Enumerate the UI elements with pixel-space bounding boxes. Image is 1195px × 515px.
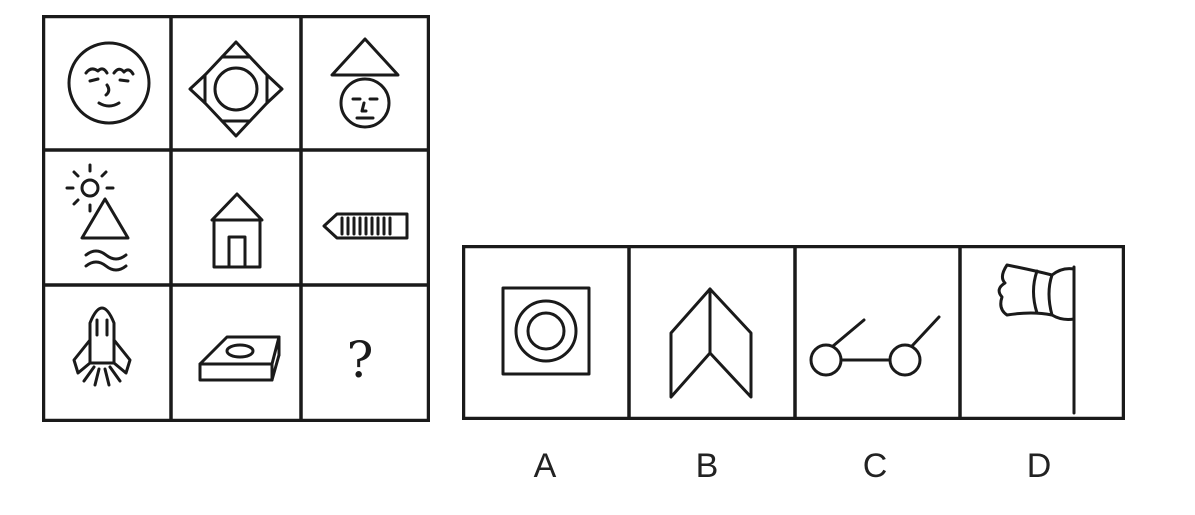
glasses-icon[interactable] <box>809 315 941 377</box>
question-mark: ? <box>346 331 374 389</box>
pencil-icon <box>322 212 409 240</box>
open-book-chevron-icon[interactable] <box>669 287 753 399</box>
option-label-c[interactable]: C <box>862 447 888 485</box>
face-with-triangle-hat-icon <box>330 37 400 129</box>
circle-with-four-triangles-icon <box>188 40 284 138</box>
sun-face-icon <box>67 41 151 125</box>
concentric-circles-in-square-icon[interactable] <box>501 286 591 376</box>
option-label-d[interactable]: D <box>1026 447 1052 485</box>
house-icon <box>210 192 264 269</box>
sun-mountain-water-icon <box>65 163 130 272</box>
flag-icon[interactable] <box>997 263 1076 415</box>
grid-border <box>42 15 430 422</box>
box-with-oval-icon <box>198 335 281 382</box>
rocket-icon <box>72 306 132 387</box>
option-label-b[interactable]: B <box>695 447 719 485</box>
options-strip <box>462 245 1125 420</box>
option-label-a[interactable]: A <box>533 447 557 485</box>
puzzle-grid <box>42 15 430 422</box>
